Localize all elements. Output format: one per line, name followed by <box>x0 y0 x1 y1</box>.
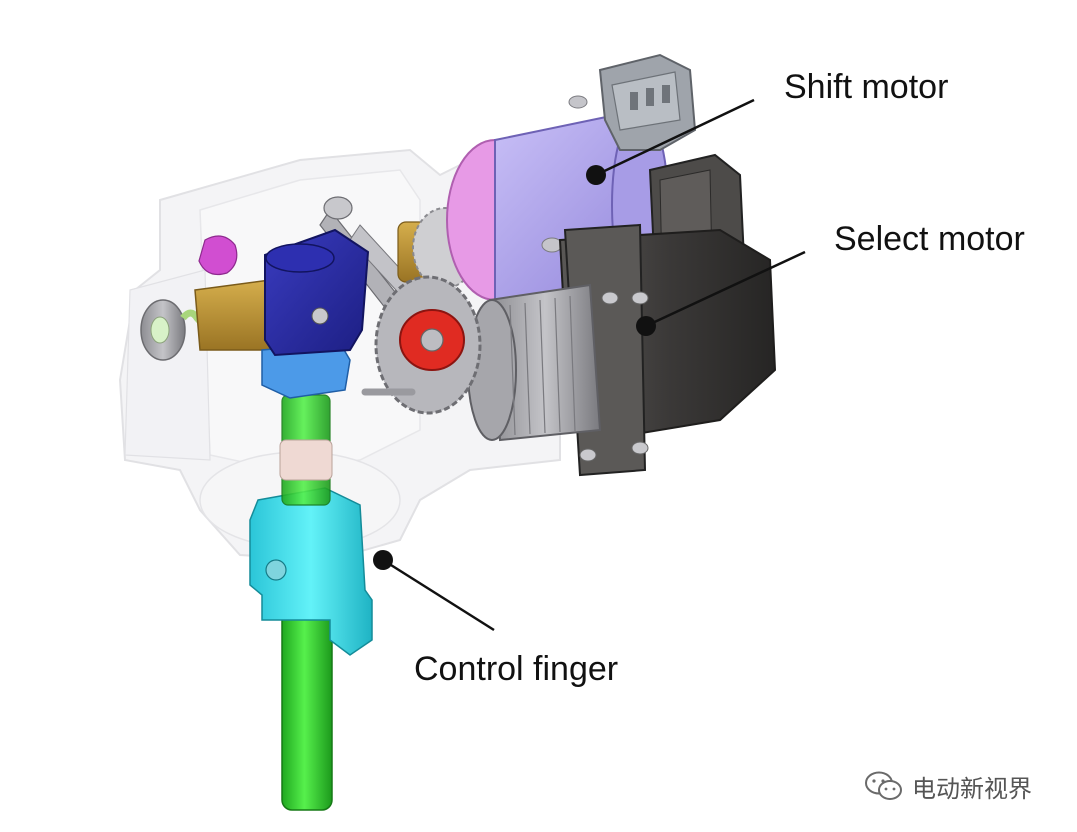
shift-motor-dot <box>586 165 606 185</box>
watermark-text: 电动新视界 <box>912 774 1032 803</box>
control-finger-label: Control finger <box>414 650 619 688</box>
callout-lines <box>382 98 806 632</box>
callout-dots <box>373 165 656 570</box>
select-motor <box>558 153 777 477</box>
control-finger-shaft <box>249 228 373 811</box>
select-motor-dot <box>636 316 656 336</box>
shift-motor-label: Shift motor <box>784 68 949 106</box>
wechat-icon <box>865 771 902 800</box>
adjuster-assembly <box>140 235 271 361</box>
watermark: 电动新视界 <box>864 768 1032 804</box>
select-motor-label: Select motor <box>834 220 1025 258</box>
red-hub-gear <box>361 275 482 415</box>
select-motor-leader <box>645 250 806 328</box>
shift-motor-leader <box>595 98 755 177</box>
gearbox-cylinder <box>467 283 602 442</box>
control-finger-leader <box>382 558 495 632</box>
control-finger-dot <box>373 550 393 570</box>
